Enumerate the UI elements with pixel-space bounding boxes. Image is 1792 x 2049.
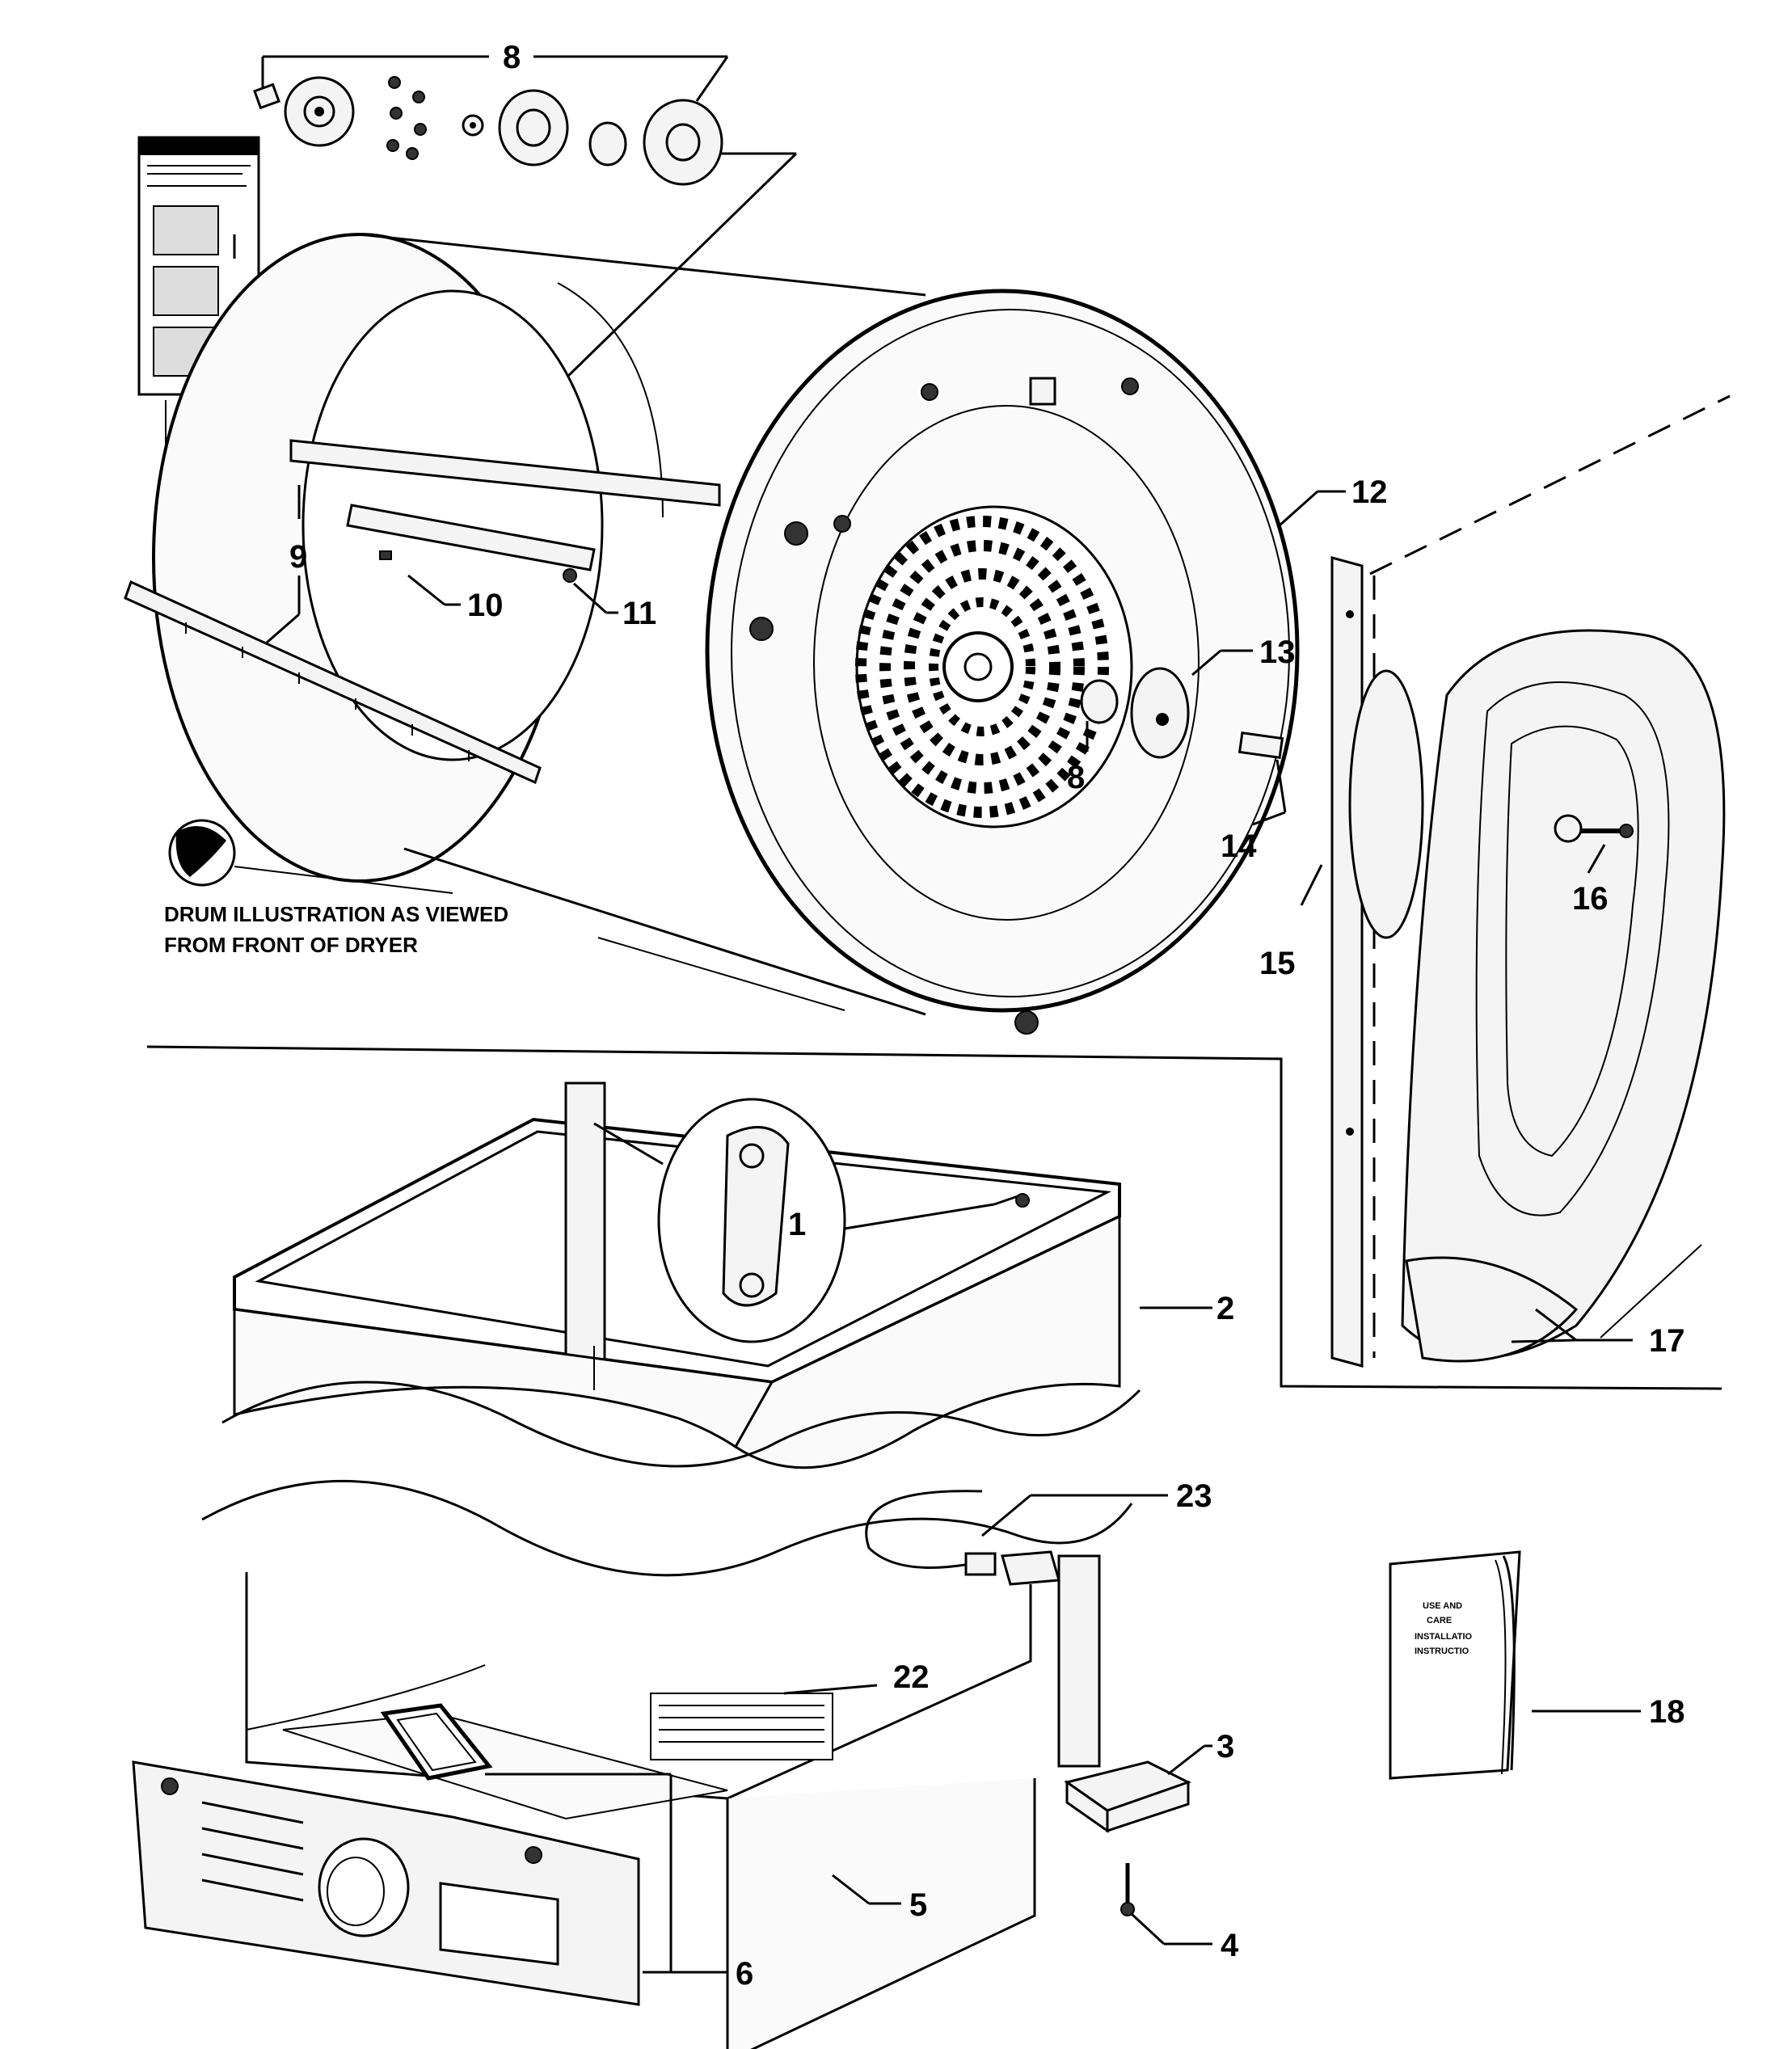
dryer-drum [152, 233, 1300, 1035]
callout-10: 10 [467, 588, 504, 623]
serial-label [650, 1693, 833, 1760]
callout-1: 1 [788, 1207, 806, 1242]
callout-23: 23 [1176, 1478, 1212, 1514]
leveling-foot [1064, 1760, 1191, 1916]
callout-8-mid: 8 [1067, 760, 1085, 795]
bracket-detail [593, 1098, 846, 1390]
callout-12: 12 [1351, 474, 1388, 510]
callout-8-top: 8 [503, 40, 521, 75]
callout-14: 14 [1221, 828, 1257, 864]
drum-perforations [855, 516, 1109, 818]
callout-5: 5 [909, 1887, 927, 1923]
bearing-hardware-group [253, 76, 723, 186]
use-care-manual: USE AND CARE INSTALLATIO INSTRUCTIO [1389, 1550, 1521, 1780]
callout-18: 18 [1649, 1694, 1685, 1730]
callout-2: 2 [1216, 1291, 1234, 1326]
callout-3: 3 [1216, 1729, 1234, 1764]
callout-22: 22 [893, 1659, 930, 1695]
instruction-label-card [137, 136, 260, 396]
manual-line1: USE AND [1423, 1601, 1462, 1611]
callout-13: 13 [1259, 635, 1296, 670]
wire-harness [865, 1490, 1060, 1586]
callout-15: 15 [1259, 946, 1296, 981]
drum-view-icon [168, 819, 236, 887]
drum-caption-line2: FROM FRONT OF DRYER [164, 933, 418, 957]
callout-16: 16 [1572, 881, 1609, 917]
callout-17: 17 [1649, 1323, 1685, 1359]
drum-caption-line1: DRUM ILLUSTRATION AS VIEWED [164, 902, 508, 926]
callout-4: 4 [1221, 1928, 1239, 1963]
manual-line4: INSTRUCTIO [1415, 1646, 1469, 1656]
callout-9: 9 [289, 539, 307, 575]
toe-panel [132, 1703, 640, 2006]
callout-8-top-leader [261, 55, 729, 102]
manual-line3: INSTALLATIO [1415, 1632, 1473, 1642]
manual-line2: CARE [1427, 1616, 1452, 1625]
roller-shaft-parts [1080, 667, 1284, 760]
drum-seal-strip [124, 580, 542, 785]
callout-11: 11 [622, 596, 656, 631]
section-divider [146, 1045, 1722, 1390]
rear-bulkhead-assembly [1330, 394, 1731, 1368]
callout-6: 6 [736, 1956, 753, 1992]
